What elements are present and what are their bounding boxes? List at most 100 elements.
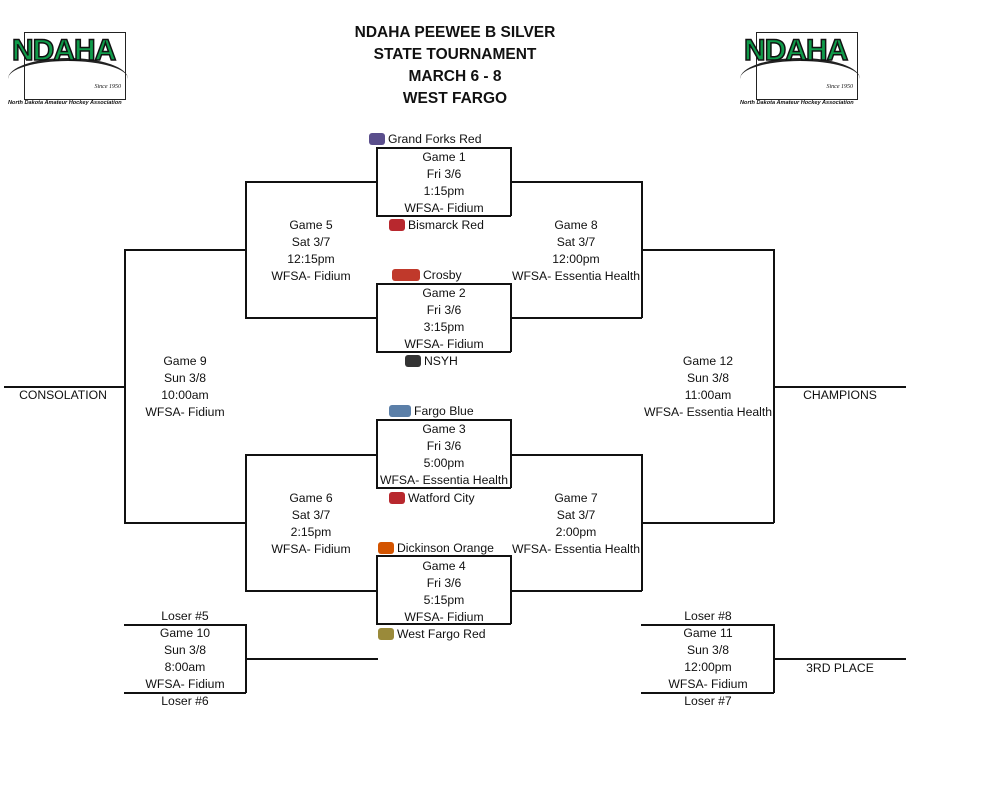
game-date: Sun 3/8	[163, 371, 206, 385]
team-name: NSYH	[424, 354, 458, 368]
consolation-label: CONSOLATION	[19, 388, 107, 402]
loser-6-label: Loser #6	[161, 694, 209, 708]
team-name: Bismarck Red	[408, 218, 484, 232]
nsyh-logo-icon	[405, 355, 421, 367]
team-grand-forks-red: Grand Forks Red	[369, 131, 481, 147]
logo-tagline: North Dakota Amateur Hockey Association	[740, 100, 854, 106]
game-number: Game 2	[422, 286, 466, 300]
game-number: Game 5	[289, 218, 333, 232]
team-name: Fargo Blue	[414, 404, 474, 418]
game-10: Game 10 Sun 3/8 8:00am WFSA- Fidium	[118, 625, 252, 693]
game-11: Game 11 Sun 3/8 12:00pm WFSA- Fidium	[641, 625, 775, 693]
game-number: Game 8	[554, 218, 598, 232]
game-venue: WFSA- Fidium	[404, 201, 484, 215]
bracket-line	[124, 249, 126, 523]
game-number: Game 12	[682, 354, 734, 368]
logo-word: NDAHA	[743, 33, 849, 68]
bracket-line	[376, 351, 511, 353]
game-time: 12:15pm	[287, 252, 335, 266]
game-time: 11:00am	[684, 388, 732, 402]
bracket-line	[376, 555, 511, 557]
tournament-title: NDAHA PEEWEE B SILVER STATE TOURNAMENT M…	[300, 22, 610, 110]
bracket-line	[510, 454, 642, 456]
title-line-3: MARCH 6 - 8	[408, 68, 502, 85]
bracket-line	[124, 624, 246, 626]
game-4: Game 4 Fri 3/6 5:15pm WFSA- Fidium	[377, 558, 511, 626]
game-venue: WFSA- Fidium	[271, 542, 351, 556]
game-number: Game 11	[683, 626, 733, 640]
game-number: Game 10	[159, 626, 211, 640]
title-line-4: WEST FARGO	[402, 90, 508, 107]
grand-forks-logo-icon	[369, 133, 385, 145]
team-name: Crosby	[423, 268, 462, 282]
team-watford-city: Watford City	[389, 490, 475, 506]
game-time: 1:15pm	[423, 184, 465, 198]
ndaha-logo-right: NDAHA Since 1950 North Dakota Amateur Ho…	[740, 22, 865, 106]
team-crosby: Crosby	[392, 267, 462, 283]
team-west-fargo-red: West Fargo Red	[378, 626, 486, 642]
game-number: Game 3	[422, 422, 466, 436]
bracket-line	[641, 692, 774, 694]
team-name: Dickinson Orange	[397, 541, 494, 555]
bracket-line	[510, 181, 642, 183]
team-bismarck-red: Bismarck Red	[389, 217, 484, 233]
fargo-logo-icon	[389, 405, 411, 417]
game-6: Game 6 Sat 3/7 2:15pm WFSA- Fidium	[244, 490, 378, 558]
bracket-line	[376, 623, 511, 625]
bracket-line	[376, 147, 378, 216]
team-fargo-blue: Fargo Blue	[389, 403, 474, 419]
bracket-line	[376, 555, 378, 624]
game-time: 5:15pm	[423, 593, 465, 607]
bracket-line	[245, 317, 376, 319]
bracket-line	[124, 692, 246, 694]
bracket-line	[510, 419, 512, 488]
bracket-line	[4, 386, 124, 388]
game-12: Game 12 Sun 3/8 11:00am WFSA- Essentia H…	[641, 353, 775, 421]
game-venue: WFSA- Fidium	[145, 677, 225, 691]
game-number: Game 1	[422, 150, 466, 164]
crosby-logo-icon	[392, 269, 420, 281]
logo-tagline: North Dakota Amateur Hockey Association	[8, 100, 122, 106]
bracket-line	[510, 317, 642, 319]
bracket-line	[376, 283, 378, 352]
team-name: Watford City	[408, 491, 475, 505]
bracket-line	[245, 658, 378, 660]
game-date: Fri 3/6	[426, 303, 462, 317]
game-venue: WFSA- Fidium	[404, 610, 484, 624]
champions-label: CHAMPIONS	[803, 388, 877, 402]
game-number: Game 9	[163, 354, 207, 368]
logo-word: NDAHA	[11, 33, 117, 68]
game-time: 12:00pm	[684, 660, 732, 674]
team-name: Grand Forks Red	[388, 132, 482, 146]
bracket-line	[641, 624, 774, 626]
title-line-2: STATE TOURNAMENT	[373, 46, 537, 63]
bracket-line	[773, 386, 906, 388]
dickinson-logo-icon	[378, 542, 394, 554]
bracket-line	[124, 249, 245, 251]
game-number: Game 4	[422, 559, 466, 573]
game-time: 3:15pm	[423, 320, 465, 334]
game-date: Sun 3/8	[686, 643, 729, 657]
loser-5-label: Loser #5	[161, 609, 209, 623]
bracket-line	[773, 658, 906, 660]
game-venue: WFSA- Essentia Health	[511, 542, 640, 556]
team-nsyh: NSYH	[405, 353, 458, 369]
game-date: Sat 3/7	[291, 508, 331, 522]
game-time: 5:00pm	[423, 456, 465, 470]
bracket-line	[376, 147, 511, 149]
game-date: Fri 3/6	[426, 167, 462, 181]
game-date: Sat 3/7	[556, 235, 596, 249]
bracket-line	[510, 555, 512, 624]
bismarck-logo-icon	[389, 219, 405, 231]
third-place-label: 3RD PLACE	[806, 661, 874, 675]
title-line-1: NDAHA PEEWEE B SILVER	[354, 24, 556, 41]
game-time: 12:00pm	[552, 252, 600, 266]
game-venue: WFSA- Essentia Health	[643, 405, 772, 419]
loser-8-label: Loser #8	[684, 609, 732, 623]
logo-swoosh	[740, 58, 860, 83]
game-date: Sat 3/7	[556, 508, 596, 522]
game-3: Game 3 Fri 3/6 5:00pm WFSA- Essentia Hea…	[377, 421, 511, 489]
bracket-line	[245, 454, 247, 591]
game-7: Game 7 Sat 3/7 2:00pm WFSA- Essentia Hea…	[509, 490, 643, 558]
logo-since: Since 1950	[94, 84, 122, 90]
